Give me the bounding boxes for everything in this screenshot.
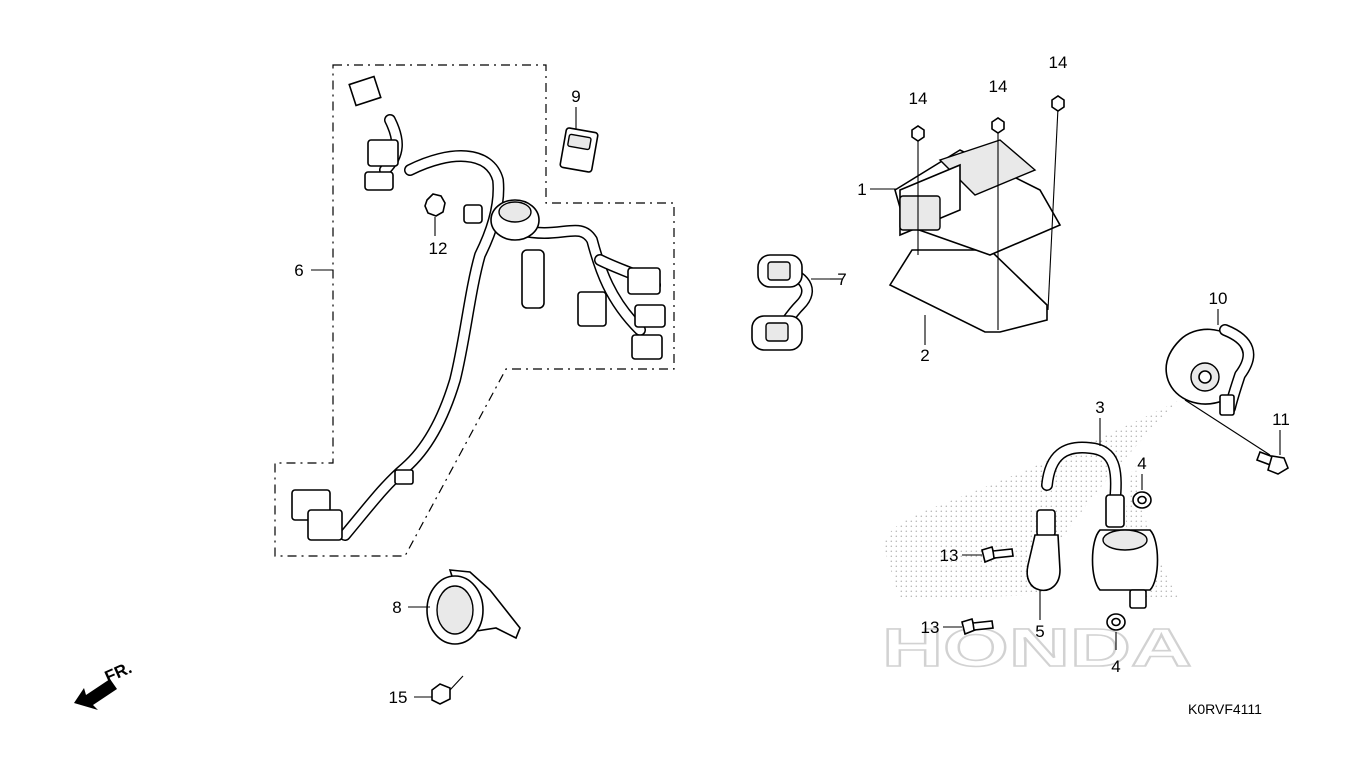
- callout-2: 2: [920, 346, 929, 365]
- nut-14-group: [911, 95, 1065, 142]
- callout-13a: 13: [940, 546, 959, 565]
- control-unit-1: [870, 107, 1062, 345]
- harness-plug-center: [521, 249, 545, 309]
- ecu-connector: [899, 195, 941, 231]
- horn-8: [408, 569, 521, 645]
- nut-14a: [911, 125, 925, 142]
- callout-12: 12: [429, 239, 448, 258]
- callout-10: 10: [1209, 289, 1228, 308]
- collar-4-bottom: [1106, 613, 1126, 650]
- harness-coupler-right-a: [627, 267, 661, 295]
- callout-14a: 14: [909, 89, 928, 108]
- harness-top-connector: [348, 75, 382, 107]
- nut-14c: [1051, 95, 1065, 112]
- honda-watermark: HONDA: [881, 400, 1193, 679]
- callout-1: 1: [857, 180, 866, 199]
- bolt-11: [1255, 430, 1289, 475]
- callout-3: 3: [1095, 398, 1104, 417]
- bolt-15: [414, 675, 464, 705]
- harness-band-clip: [394, 469, 414, 485]
- harness-coupler-right-c: [631, 334, 663, 360]
- callout-15: 15: [389, 688, 408, 707]
- direction-label: FR.: [102, 658, 135, 686]
- callout-4a: 4: [1137, 454, 1146, 473]
- sub-harness-7: [751, 254, 830, 351]
- callout-14b: 14: [989, 77, 1008, 96]
- callouts: 1 2 3 4 4 5 6 7 8 9 10 11 12 13 13 14 14…: [294, 53, 1290, 707]
- rubber-mount-12: [424, 193, 446, 236]
- ecu-mounting-plate: [888, 249, 1048, 333]
- callout-6: 6: [294, 261, 303, 280]
- harness-relay-box: [367, 139, 399, 167]
- callout-14c: 14: [1049, 53, 1068, 72]
- callout-13b: 13: [921, 618, 940, 637]
- wire-harness-assembly: [274, 64, 675, 557]
- collar-4-top: [1132, 474, 1152, 509]
- watermark-text: HONDA: [882, 618, 1192, 678]
- harness-coupler-right-b: [634, 304, 666, 328]
- harness-small-clip: [463, 204, 483, 224]
- harness-coupler-left: [364, 171, 394, 191]
- harness-group-outline: [274, 64, 675, 557]
- harness-bottom-connector-b: [307, 509, 343, 541]
- callout-8: 8: [392, 598, 401, 617]
- arrow-icon: [74, 679, 117, 710]
- bolt-13-bottom: [943, 617, 994, 636]
- harness-coupler-mid: [577, 291, 607, 327]
- callout-5: 5: [1035, 622, 1044, 641]
- nut-14b: [991, 117, 1005, 134]
- reference-code: K0RVF4111: [1188, 701, 1262, 717]
- callout-9: 9: [571, 87, 580, 106]
- relay-9: [559, 107, 599, 173]
- ignition-coil-3: [1041, 418, 1159, 609]
- callout-11: 11: [1272, 410, 1290, 429]
- bolt-13-top: [962, 545, 1014, 564]
- plug-cap-5: [1026, 509, 1061, 620]
- callout-7: 7: [837, 270, 846, 289]
- sensor-10: [1165, 309, 1271, 456]
- direction-arrow: FR.: [74, 658, 135, 710]
- callout-4b: 4: [1111, 657, 1120, 676]
